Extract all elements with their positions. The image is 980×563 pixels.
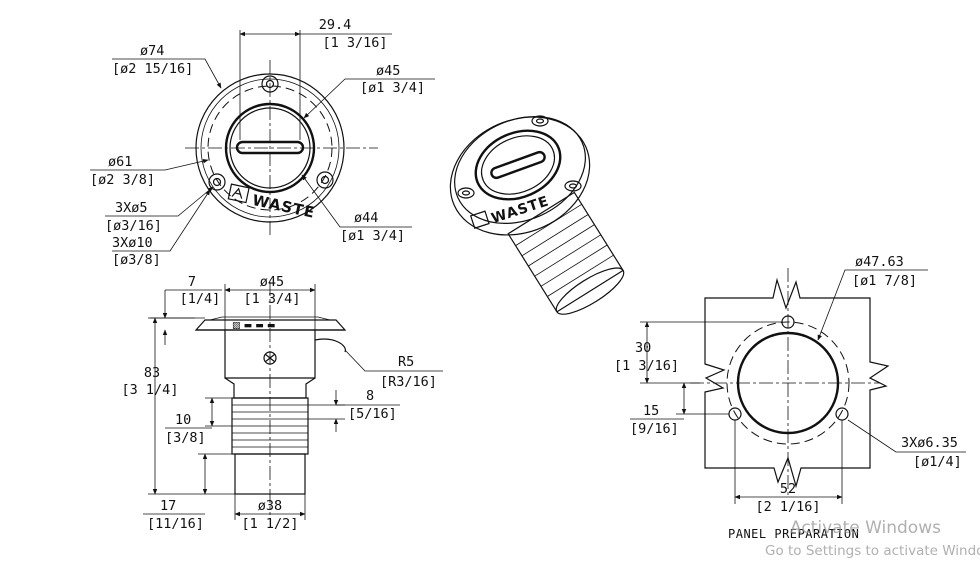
dim-d61-value: ø61 xyxy=(108,154,132,170)
mounting-hole-left xyxy=(208,173,226,191)
dim-holes5-leader xyxy=(105,186,214,217)
side-radius-bead xyxy=(314,338,346,353)
dim-side-d45-inch: [1 3/4] xyxy=(244,291,301,307)
top-view: WASTE 29.4 [1 3/16] ø74 [ø2 15/16] ø45 [… xyxy=(90,17,435,268)
mounting-hole-right xyxy=(316,171,334,189)
cap-inner-circle xyxy=(229,107,311,189)
iso-brand-logo-icon xyxy=(469,210,490,229)
dim-tail-inch: [11/16] xyxy=(147,516,204,532)
side-upper-body xyxy=(224,330,316,379)
dim-groove-inch: [3/8] xyxy=(165,430,206,446)
dim-height-inch: [3 1/4] xyxy=(122,382,179,398)
dim-d74-inch: [ø2 15/16] xyxy=(112,61,193,77)
dim-d74-value: ø74 xyxy=(140,43,164,59)
iso-key-slot xyxy=(490,150,546,180)
dim-panel-52-inch: [2 1/16] xyxy=(755,499,820,515)
mounting-hole-top xyxy=(261,75,279,93)
dim-radius-leader xyxy=(344,349,443,372)
dim-flange-inch: [1/4] xyxy=(180,291,221,307)
cap-key-slot xyxy=(235,140,305,155)
dim-groove-value: 10 xyxy=(175,412,191,428)
dim-d61-inch: [ø2 3/8] xyxy=(90,172,155,188)
dim-panel-d4763-inch: [ø1 7/8] xyxy=(852,273,917,289)
dim-panel-holes-inch: [ø1/4] xyxy=(913,454,962,470)
dim-ring-value: 8 xyxy=(366,388,374,404)
iso-tail-end xyxy=(555,267,625,315)
dim-panel-52-value: 52 xyxy=(780,481,796,497)
side-cap-top xyxy=(209,316,331,321)
dim-holes10-value: 3Xø10 xyxy=(112,235,153,251)
dim-radius-inch: [R3/16] xyxy=(380,374,437,390)
iso-tail-body xyxy=(507,191,624,313)
dim-d45-inch: [ø1 3/4] xyxy=(360,80,425,96)
svg-text:▨ ▬ ▬ ▬: ▨ ▬ ▬ ▬ xyxy=(232,321,275,331)
dim-d44-value: ø44 xyxy=(354,210,378,226)
dim-radius-value: R5 xyxy=(398,354,414,370)
dim-holes5-inch: [ø3/16] xyxy=(105,218,162,234)
dim-29-inch: [1 3/16] xyxy=(322,35,387,51)
cap-circle xyxy=(224,102,316,194)
dim-holes5-value: 3Xø5 xyxy=(115,200,148,216)
top-waste-label: WASTE xyxy=(251,191,317,222)
dim-ring-inch: [5/16] xyxy=(348,406,397,422)
dim-d74-leader xyxy=(112,58,222,89)
panel-cutout-outline xyxy=(704,277,890,489)
iso-flange-top xyxy=(454,116,586,224)
side-screw-icon xyxy=(263,351,277,365)
dim-panel-30-value: 30 xyxy=(635,340,651,356)
dim-d45-leader xyxy=(303,78,435,119)
dim-d38-inch: [1 1/2] xyxy=(242,516,299,532)
brand-logo-icon xyxy=(227,183,250,204)
dim-height-value: 83 xyxy=(144,365,160,381)
side-tail-end xyxy=(234,453,306,495)
dim-holes10-leader xyxy=(112,189,211,252)
dim-panel-30-inch: [1 3/16] xyxy=(614,358,679,374)
iso-view: WASTE xyxy=(449,115,625,315)
dim-d45-value: ø45 xyxy=(376,63,400,79)
iso-cap-outer xyxy=(474,129,562,201)
iso-mounting-hole-right xyxy=(564,180,582,192)
dim-panel-15-inch: [9/16] xyxy=(630,421,679,437)
dim-panel-holes-value: 3Xø6.35 xyxy=(901,435,958,451)
iso-mounting-hole-top xyxy=(531,115,549,127)
dim-panel-holes-leader xyxy=(847,419,966,453)
dim-tail-value: 17 xyxy=(160,498,176,514)
flange-outer-circle xyxy=(195,73,345,223)
dim-holes10-inch: [ø3/8] xyxy=(112,252,161,268)
bolt-circle xyxy=(207,85,333,211)
dim-panel-d4763-value: ø47.63 xyxy=(855,254,904,270)
dim-29-value: 29.4 xyxy=(319,17,352,33)
panel-cutout-hole xyxy=(736,331,840,435)
dim-flange-value: 7 xyxy=(188,274,196,290)
dim-d61-leader xyxy=(90,158,209,171)
dim-panel-15-value: 15 xyxy=(643,403,659,419)
dim-side-d45-value: ø45 xyxy=(260,274,284,290)
dim-panel-d4763-leader xyxy=(817,269,928,341)
dim-d44-inch: [ø1 3/4] xyxy=(340,228,405,244)
flange-rim-circle xyxy=(200,78,340,218)
iso-mounting-hole-left xyxy=(457,187,475,199)
iso-waste-label-group: WASTE xyxy=(469,193,551,229)
panel-preparation-title: PANEL PREPARATION xyxy=(728,527,859,541)
iso-cap-inner xyxy=(480,135,556,195)
dim-d44-leader xyxy=(301,174,412,228)
panel-hole-right xyxy=(835,407,849,421)
side-view: ▨ ▬ ▬ ▬ 7 [1/4] ø45 [1 3/4] xyxy=(122,274,443,532)
dim-d38-value: ø38 xyxy=(258,498,282,514)
panel-bolt-circle xyxy=(726,321,850,445)
panel-view: ø47.63 [ø1 7/8] 30 [1 3/16] 15 [9/16] 3X… xyxy=(614,254,966,541)
